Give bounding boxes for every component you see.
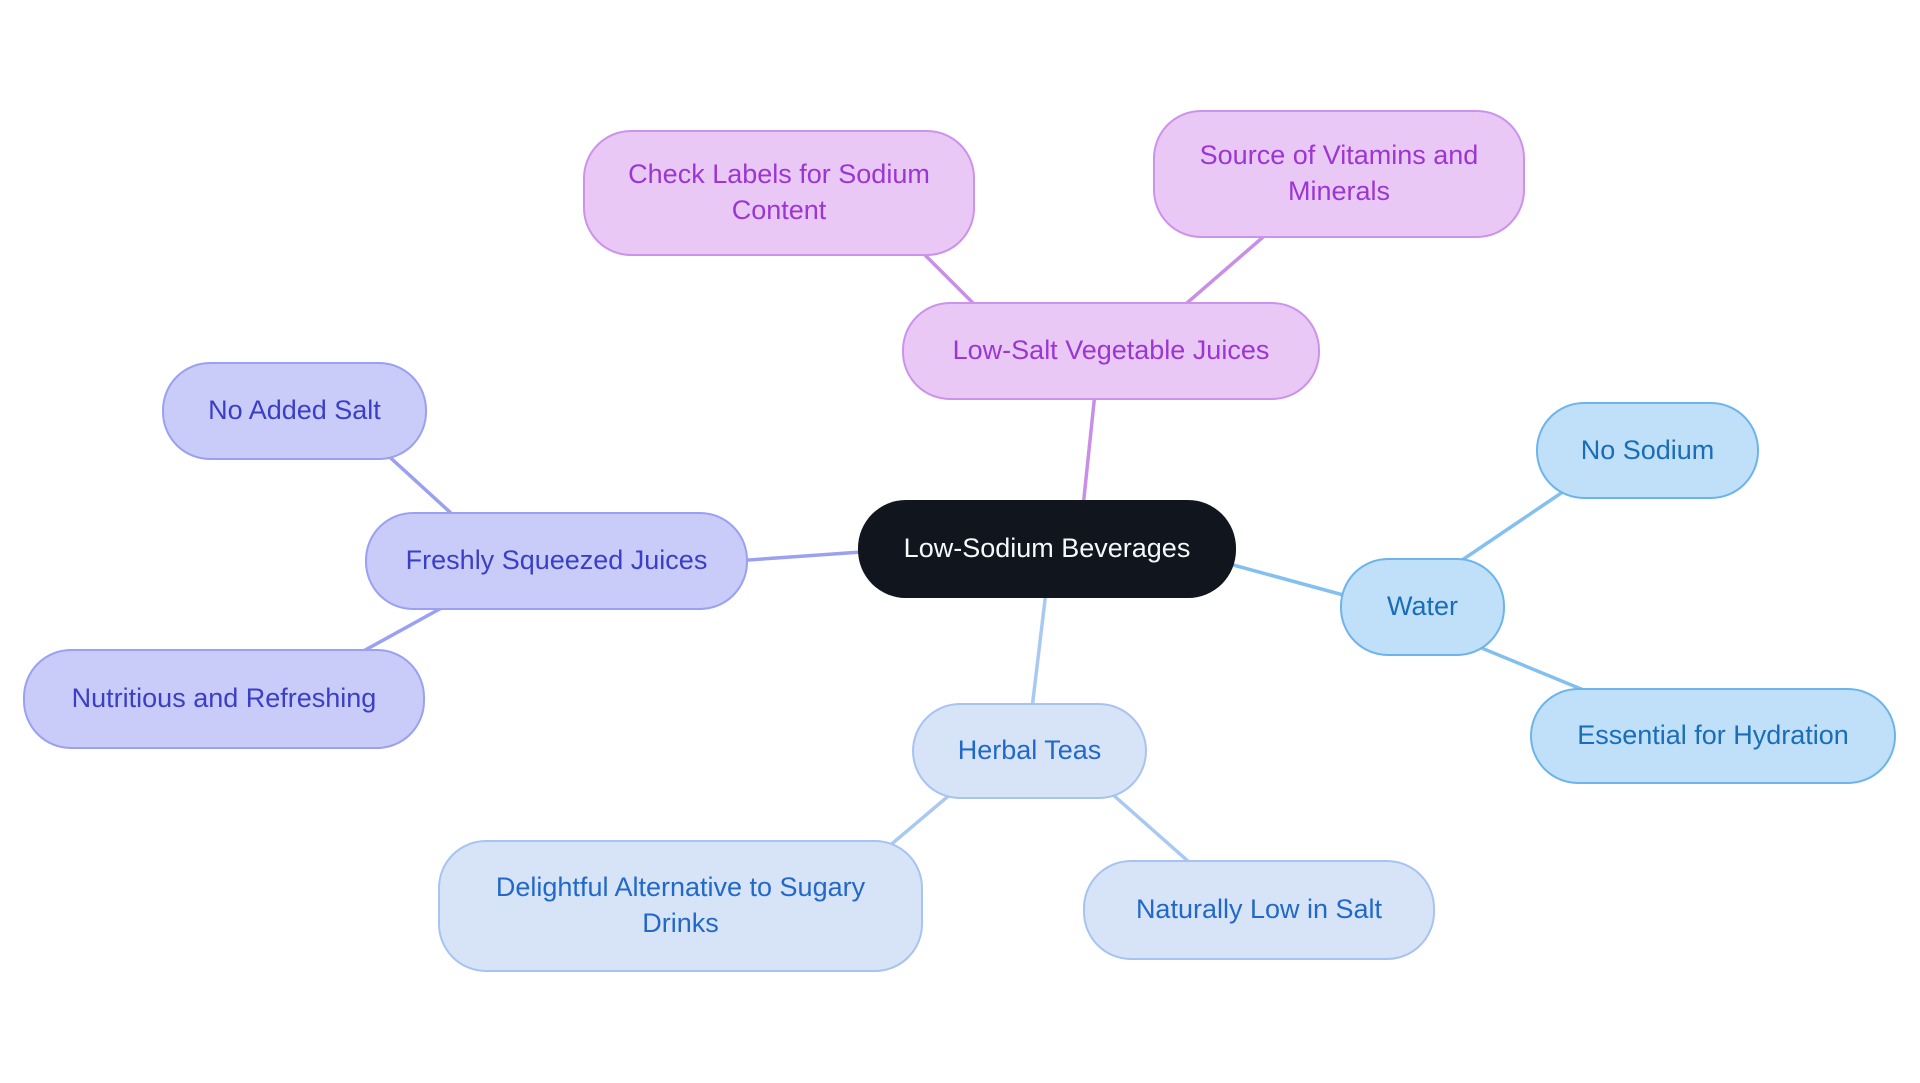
leaf-node-label: Nutritious and Refreshing bbox=[71, 683, 377, 714]
leaf-node-label: Check Labels for Sodium Content bbox=[628, 159, 930, 225]
leaf-node-label: Source of Vitamins and Minerals bbox=[1199, 140, 1479, 206]
leaf-node-naturally-low-salt[interactable]: Naturally Low in Salt bbox=[1083, 860, 1435, 960]
branch-node-label: Freshly Squeezed Juices bbox=[405, 545, 708, 576]
leaf-node-essential-hydration[interactable]: Essential for Hydration bbox=[1530, 688, 1896, 784]
leaf-node-no-sodium[interactable]: No Sodium bbox=[1536, 402, 1759, 499]
leaf-node-sugary-alternative[interactable]: Delightful Alternative to Sugary Drinks bbox=[438, 840, 923, 972]
edge-root-to-herbal-teas bbox=[1028, 573, 1050, 727]
branch-node-label: Water bbox=[1386, 591, 1458, 622]
leaf-node-nutritious-refreshing[interactable]: Nutritious and Refreshing bbox=[23, 649, 425, 749]
root-node-label: Low-Sodium Beverages bbox=[903, 533, 1191, 564]
leaf-node-check-labels[interactable]: Check Labels for Sodium Content bbox=[583, 130, 975, 256]
branch-node-fresh-juices[interactable]: Freshly Squeezed Juices bbox=[365, 512, 748, 610]
leaf-node-label: Delightful Alternative to Sugary Drinks bbox=[495, 872, 866, 938]
leaf-node-label: Essential for Hydration bbox=[1577, 720, 1849, 751]
branch-node-herbal-teas[interactable]: Herbal Teas bbox=[912, 703, 1147, 799]
branch-node-label: Low-Salt Vegetable Juices bbox=[952, 335, 1270, 366]
branch-node-water[interactable]: Water bbox=[1340, 558, 1505, 656]
leaf-node-label: Naturally Low in Salt bbox=[1135, 894, 1383, 925]
leaf-node-label: No Sodium bbox=[1580, 434, 1715, 465]
root-node-low-sodium-beverages[interactable]: Low-Sodium Beverages bbox=[858, 500, 1236, 598]
branch-node-vegetable-juices[interactable]: Low-Salt Vegetable Juices bbox=[902, 302, 1320, 400]
leaf-node-no-added-salt[interactable]: No Added Salt bbox=[162, 362, 427, 460]
leaf-node-label: No Added Salt bbox=[208, 395, 381, 426]
leaf-node-vitamins-minerals[interactable]: Source of Vitamins and Minerals bbox=[1153, 110, 1525, 238]
branch-node-label: Herbal Teas bbox=[957, 735, 1102, 766]
